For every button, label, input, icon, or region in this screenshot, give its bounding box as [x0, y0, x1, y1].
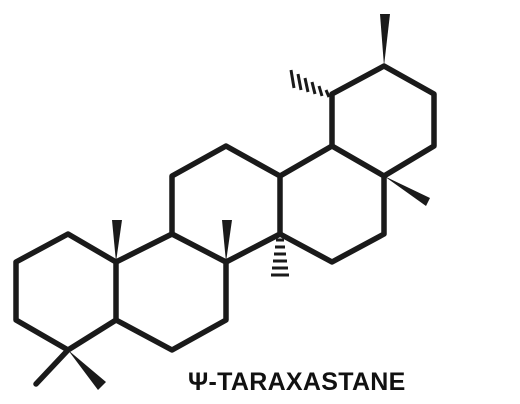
ring-b	[113, 231, 229, 353]
methyl-c14-hash	[271, 238, 289, 277]
compound-name-label: Ψ-TARAXASTANE	[188, 368, 406, 396]
ring-c	[169, 143, 283, 265]
methyl-c8-wedge	[222, 220, 232, 262]
methyl-c19-hash	[289, 69, 331, 98]
ring-d	[277, 143, 387, 265]
gem-dimethyl-c4	[33, 347, 106, 390]
methyl-c17-wedge	[384, 176, 430, 206]
methyl-c20-wedge	[380, 14, 390, 66]
ring-a	[13, 231, 119, 353]
ring-e	[329, 63, 437, 179]
methyl-c10-wedge	[112, 220, 122, 262]
